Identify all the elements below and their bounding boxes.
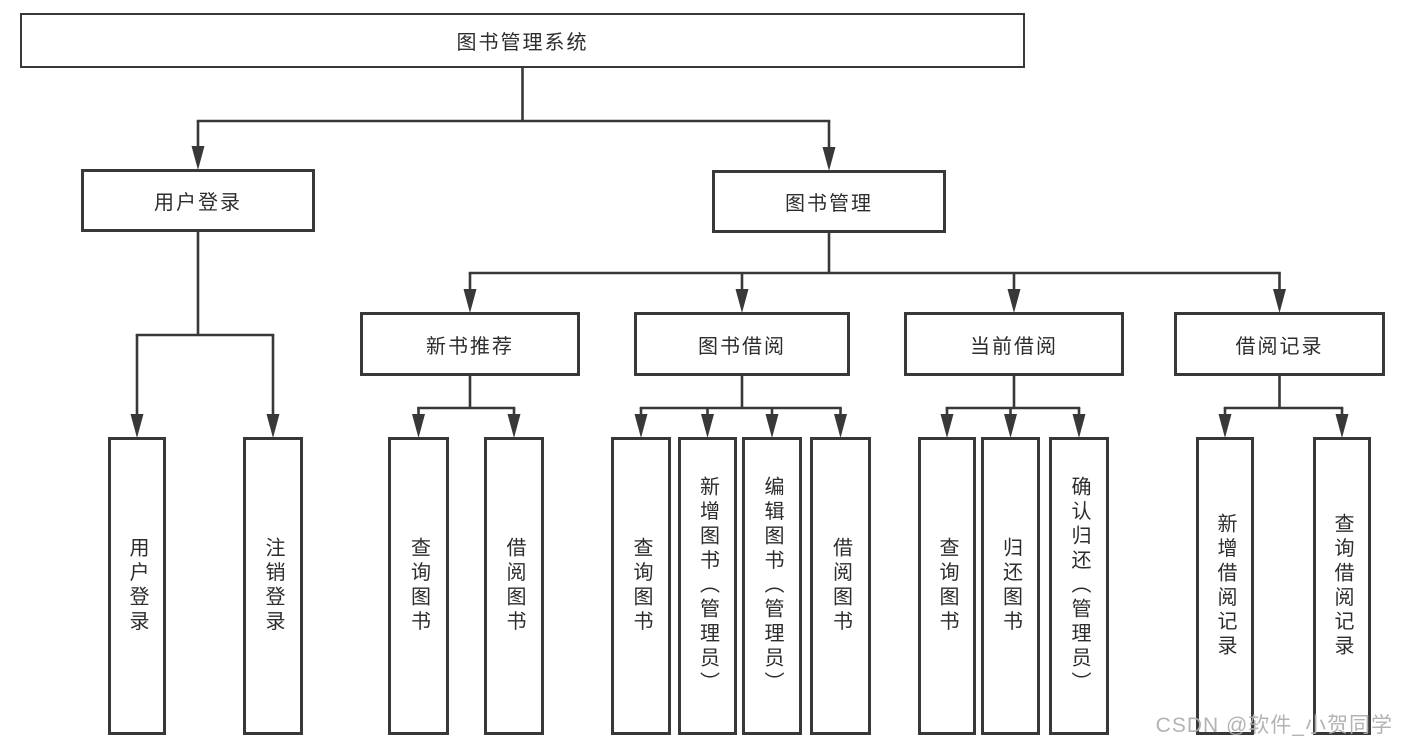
arrowhead-icon [191,146,205,170]
arrowhead-icon [130,414,144,438]
arrowhead-icon [634,414,648,438]
arrowhead-icon [1335,414,1349,438]
watermark: CSDN @软件_小贺同学 [1155,714,1393,737]
node-leaf-edit-book-admin: 编辑图书（管理员） [742,437,802,735]
node-label-leaf-query-books-3: 查询图书 [936,537,958,635]
arrowhead-icon [1004,414,1017,438]
node-label-book-borrow: 图书借阅 [698,335,786,358]
node-label-leaf-borrow-books-1: 借阅图书 [503,537,525,635]
node-user-login-branch: 用户登录 [81,169,315,232]
node-label-leaf-user-login: 用户登录 [126,537,148,635]
node-label-leaf-query-books-2: 查询图书 [630,537,652,635]
node-leaf-borrow-books-1: 借阅图书 [484,437,544,735]
node-leaf-borrow-books-2: 借阅图书 [810,437,871,735]
arrowhead-icon [412,414,425,438]
arrowhead-icon [1218,414,1232,438]
arrowhead-icon [834,414,847,438]
node-leaf-add-book-admin: 新增图书（管理员） [678,437,737,735]
node-leaf-return-book: 归还图书 [981,437,1040,735]
node-leaf-query-borrow-record: 查询借阅记录 [1313,437,1371,735]
node-leaf-logout: 注销登录 [243,437,303,735]
arrowhead-icon [1273,289,1286,313]
arrowhead-icon [822,147,836,171]
arrowhead-icon [1007,289,1021,313]
node-label-user-login-branch: 用户登录 [154,192,242,214]
arrowhead-icon [1072,414,1086,438]
node-label-current-borrow: 当前借阅 [970,335,1058,358]
node-label-leaf-return-book: 归还图书 [999,537,1022,635]
arrowhead-icon [266,414,280,438]
node-label-leaf-edit-book-admin: 编辑图书（管理员） [761,476,783,696]
node-leaf-query-books-3: 查询图书 [918,437,976,735]
node-book-borrow: 图书借阅 [634,312,850,376]
node-label-leaf-borrow-books-2: 借阅图书 [829,537,852,635]
node-leaf-query-books-2: 查询图书 [611,437,671,735]
node-new-book-rec: 新书推荐 [360,312,580,376]
arrowhead-icon [463,289,477,313]
arrowhead-icon [735,289,749,313]
node-label-leaf-query-borrow-record: 查询借阅记录 [1331,512,1353,660]
node-label-leaf-query-books-1: 查询图书 [407,537,430,635]
node-current-borrow: 当前借阅 [904,312,1124,376]
node-label-root: 图书管理系统 [456,32,589,54]
node-label-leaf-confirm-return: 确认归还（管理员） [1068,476,1090,696]
arrowhead-icon [765,414,779,438]
arrowhead-icon [940,414,954,438]
node-leaf-query-books-1: 查询图书 [388,437,449,735]
arrowhead-icon [507,414,521,438]
node-label-book-mgmt-branch: 图书管理 [785,193,873,215]
node-label-leaf-add-borrow-record: 新增借阅记录 [1214,512,1236,660]
node-label-leaf-add-book-admin: 新增图书（管理员） [696,476,719,696]
node-label-new-book-rec: 新书推荐 [426,335,514,358]
node-root: 图书管理系统 [20,13,1025,68]
node-leaf-add-borrow-record: 新增借阅记录 [1196,437,1254,735]
arrowhead-icon [701,414,714,438]
node-label-borrow-records: 借阅记录 [1235,335,1324,358]
node-leaf-confirm-return: 确认归还（管理员） [1049,437,1109,735]
node-label-leaf-logout: 注销登录 [262,537,284,635]
node-book-mgmt-branch: 图书管理 [712,170,946,233]
node-leaf-user-login: 用户登录 [108,437,166,735]
node-borrow-records: 借阅记录 [1174,312,1385,376]
